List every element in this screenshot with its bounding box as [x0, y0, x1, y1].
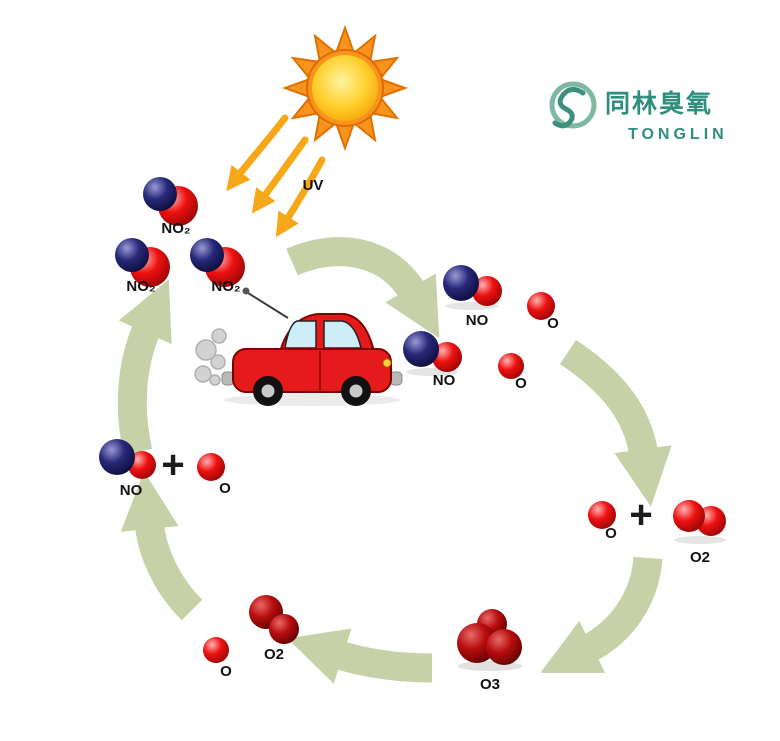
arrow-o2-to-o3 [540, 556, 663, 673]
car-window-rear [284, 320, 317, 349]
car-antenna-tip [242, 287, 250, 295]
no-molecule-left [99, 439, 156, 479]
uv-ray-1 [226, 114, 289, 192]
brand-name-cn: 同林臭氧 [605, 89, 713, 118]
arrow-no-to-no2 [117, 279, 172, 456]
o-label-right: O [605, 525, 617, 542]
cycle-arrows [117, 237, 672, 684]
o3-label: O3 [480, 676, 500, 693]
brand-name-en: TONGLIN [628, 126, 728, 143]
arrow-o3-to-o2 [287, 628, 433, 684]
uv-ray-3 [275, 156, 326, 238]
car-window-front [323, 320, 362, 349]
plus-sign-left: + [161, 443, 184, 487]
no-label-2: NO [433, 372, 456, 389]
uv-rays [226, 114, 326, 238]
o-label-bottom: O [220, 663, 232, 680]
arrow-no-to-o [559, 339, 672, 507]
no2-molecule-2 [115, 238, 170, 287]
no2-molecule-3 [190, 238, 245, 287]
car-headlight [382, 358, 392, 368]
o-label-left: O [219, 480, 231, 497]
car-antenna [247, 292, 289, 319]
o-label-1: O [547, 315, 559, 332]
o-label-2: O [515, 375, 527, 392]
no2-label-2: NO₂ [126, 278, 155, 295]
car [194, 287, 403, 406]
plus-sign-right: + [629, 493, 652, 537]
no-label-1: NO [466, 312, 489, 329]
arrow-o2-to-no [120, 471, 203, 621]
o-atom-2 [498, 353, 524, 379]
arrow-car-to-no [286, 237, 440, 339]
o-atom-1 [527, 292, 555, 320]
sun [282, 25, 408, 151]
o2-molecule-right [673, 500, 726, 544]
car-wheel-rear [253, 376, 283, 406]
tonglin-logo-icon [549, 81, 597, 129]
o-atom-right [588, 501, 616, 529]
uv-label: UV [303, 177, 324, 194]
o-atom-left [197, 453, 225, 481]
o2-molecule-bottom [249, 595, 299, 644]
no2-molecule-1 [143, 177, 198, 226]
car-wheel-front [341, 376, 371, 406]
no-molecule-2 [403, 331, 462, 376]
tonglin-logo: 同林臭氧 TONGLIN [549, 81, 728, 143]
o2-label-right: O2 [690, 549, 710, 566]
sun-core [312, 55, 378, 121]
o-atom-bottom [203, 637, 229, 663]
exhaust-smoke [194, 328, 227, 386]
no-label-left: NO [120, 482, 143, 499]
o2-label-bottom: O2 [264, 646, 284, 663]
no-molecule-1 [443, 265, 502, 310]
no2-label-1: NO₂ [161, 220, 190, 237]
car-shadow [224, 394, 400, 406]
no2-label-3: NO₂ [211, 278, 240, 295]
o3-molecule [457, 609, 522, 671]
uv-ray-2 [251, 136, 309, 214]
